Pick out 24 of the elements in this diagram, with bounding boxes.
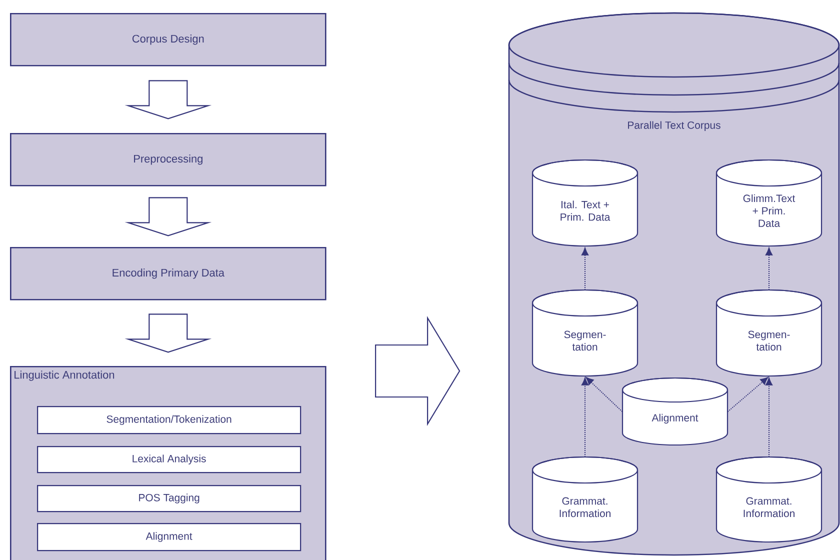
- process-box: Preprocessing: [10, 133, 326, 186]
- step-box: Segmentation/Tokenization: [37, 406, 302, 434]
- dotted-arrow: [727, 377, 768, 412]
- block-arrow: [124, 197, 212, 236]
- block-arrow: [124, 314, 212, 353]
- step-box: POS Tagging: [37, 485, 302, 512]
- database-cylinder: Ital. Text + Prim. Data: [532, 159, 638, 247]
- process-box: Corpus Design: [10, 13, 326, 66]
- dotted-arrow: [765, 248, 773, 290]
- step-box: Lexical Analysis: [37, 446, 302, 474]
- database-cylinder: Glimm.Text + Prim. Data: [716, 159, 822, 247]
- dotted-arrow: [765, 378, 773, 458]
- database-cylinder: Alignment: [622, 377, 728, 446]
- dotted-arrow: [581, 378, 589, 458]
- database-cylinder: Grammat. Information: [716, 456, 822, 543]
- dotted-arrow: [586, 377, 623, 412]
- database-cylinder: Segmen- tation: [532, 289, 638, 377]
- block-arrow: [124, 80, 212, 120]
- database-cylinder: Grammat. Information: [532, 456, 638, 543]
- step-box: Alignment: [37, 523, 302, 552]
- dotted-arrow: [581, 248, 589, 290]
- block-arrow: [375, 316, 460, 426]
- process-box: Encoding Primary Data: [10, 246, 326, 300]
- database-cylinder: Segmen- tation: [716, 289, 822, 377]
